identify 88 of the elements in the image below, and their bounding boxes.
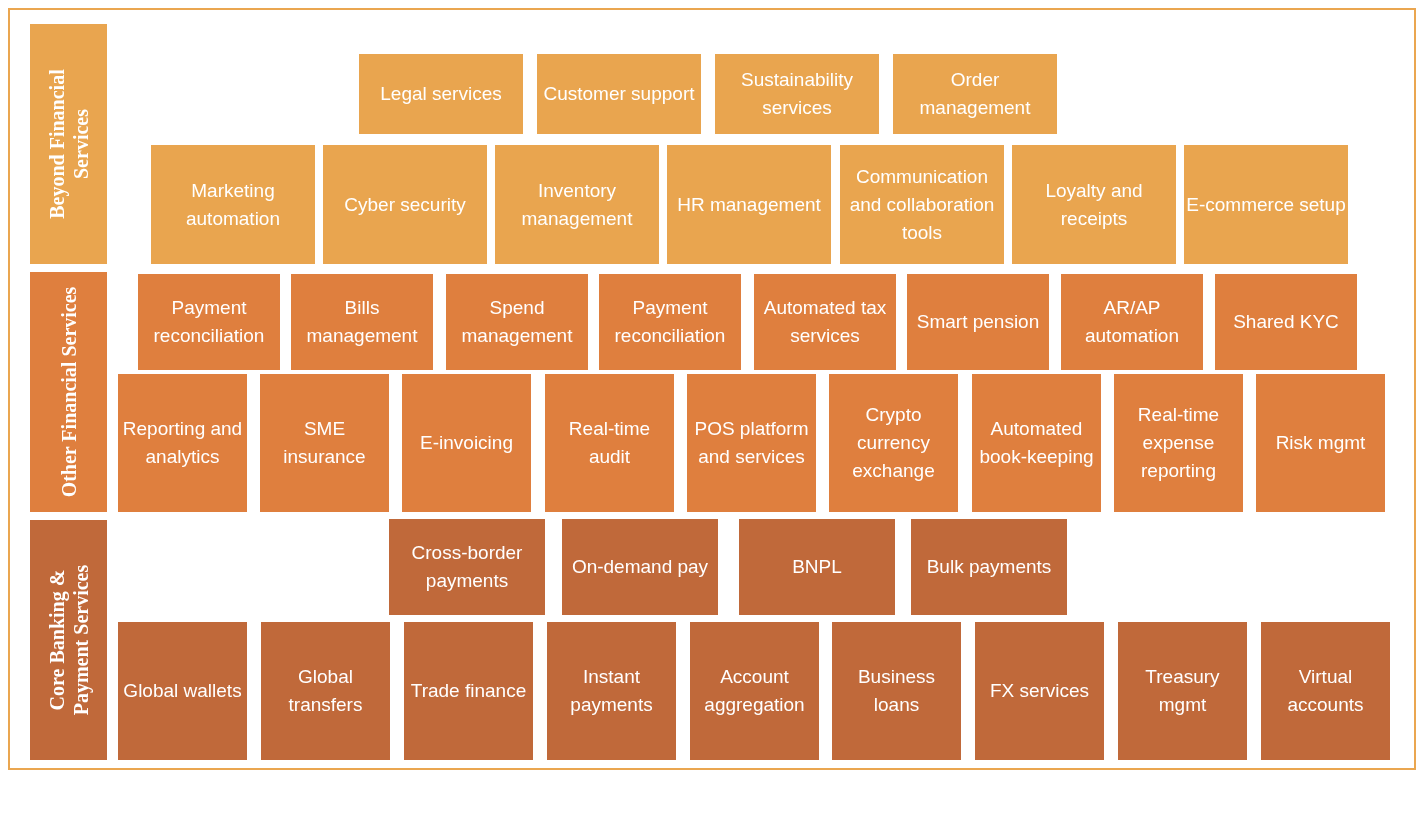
category-label: Other Financial Services <box>56 285 81 500</box>
service-label: Marketing automation <box>185 178 281 231</box>
service-label: Legal services <box>380 82 502 106</box>
service-label: Risk mgmt <box>1275 431 1366 455</box>
service-label: Global transfers <box>287 665 364 717</box>
category-band <box>30 520 107 760</box>
service-box <box>893 54 1057 134</box>
service-box <box>291 274 433 370</box>
service-label: Payment reconciliation <box>613 296 727 348</box>
service-box <box>1114 374 1243 512</box>
service-label: Smart pension <box>916 310 1040 334</box>
service-box <box>562 519 718 615</box>
service-label: Global wallets <box>123 679 242 703</box>
service-label: Real-time audit <box>567 417 652 469</box>
service-label: Bills management <box>305 296 419 348</box>
service-box <box>359 54 523 134</box>
service-label: Treasury mgmt <box>1144 665 1221 717</box>
service-box <box>260 374 389 512</box>
service-label: Virtual accounts <box>1286 665 1365 717</box>
service-label: Payment reconciliation <box>152 296 266 348</box>
service-box <box>138 274 280 370</box>
service-label: Automated book-keeping <box>978 417 1095 469</box>
service-box <box>975 622 1104 760</box>
service-box <box>1012 145 1176 264</box>
service-label: Communication and collaboration tools <box>848 164 996 245</box>
service-box <box>599 274 741 370</box>
service-box <box>446 274 588 370</box>
service-label: Automated tax services <box>762 296 888 348</box>
service-label: Spend management <box>460 296 574 348</box>
service-box <box>1184 145 1348 264</box>
service-box <box>832 622 961 760</box>
service-box <box>840 145 1004 264</box>
service-box <box>715 54 879 134</box>
service-box <box>261 622 390 760</box>
service-box <box>911 519 1067 615</box>
service-box <box>495 145 659 264</box>
service-label: Customer support <box>543 82 695 106</box>
service-box <box>907 274 1049 370</box>
service-box <box>323 145 487 264</box>
service-label: Reporting and analytics <box>121 417 244 469</box>
service-box <box>687 374 816 512</box>
service-label: Crypto currency exchange <box>851 403 936 483</box>
service-label: E-commerce setup <box>1186 192 1346 217</box>
service-box <box>690 622 819 760</box>
service-label: Loyalty and receipts <box>1044 178 1144 231</box>
service-label: Cross-border payments <box>410 541 524 593</box>
category-label: Core Banking & Payment Services <box>44 563 93 718</box>
service-label: E-invoicing <box>420 431 513 455</box>
service-box <box>1256 374 1385 512</box>
service-label: On-demand pay <box>571 555 709 579</box>
service-box <box>739 519 895 615</box>
service-label: POS platform and services <box>693 417 810 469</box>
category-band <box>30 272 107 512</box>
service-box <box>667 145 831 264</box>
category-band <box>30 24 107 264</box>
service-label: Trade finance <box>410 679 527 703</box>
service-box <box>1061 274 1203 370</box>
service-label: Bulk payments <box>926 555 1052 579</box>
service-label: Order management <box>918 68 1032 120</box>
service-label: Account aggregation <box>703 665 806 717</box>
service-box <box>1261 622 1390 760</box>
service-label: Instant payments <box>569 665 654 717</box>
service-label: Sustainability services <box>740 68 854 120</box>
service-box <box>118 374 247 512</box>
service-label: BNPL <box>792 555 842 579</box>
service-label: Real-time expense reporting <box>1136 403 1221 483</box>
category-label: Beyond Financial Services <box>44 68 93 221</box>
service-box <box>829 374 958 512</box>
service-box <box>118 622 247 760</box>
service-label: Shared KYC <box>1233 310 1339 334</box>
service-label: AR/AP automation <box>1084 296 1180 348</box>
service-label: SME insurance <box>282 417 367 469</box>
service-box <box>545 374 674 512</box>
service-box <box>1215 274 1357 370</box>
service-box <box>389 519 545 615</box>
service-box <box>404 622 533 760</box>
service-box <box>547 622 676 760</box>
service-label: HR management <box>677 192 821 217</box>
service-box <box>402 374 531 512</box>
service-box <box>754 274 896 370</box>
service-box <box>972 374 1101 512</box>
service-label: Cyber security <box>344 192 466 217</box>
service-label: Inventory management <box>520 178 634 231</box>
service-label: FX services <box>989 679 1090 703</box>
service-box <box>151 145 315 264</box>
service-box <box>537 54 701 134</box>
service-box <box>1118 622 1247 760</box>
service-label: Business loans <box>856 665 937 717</box>
